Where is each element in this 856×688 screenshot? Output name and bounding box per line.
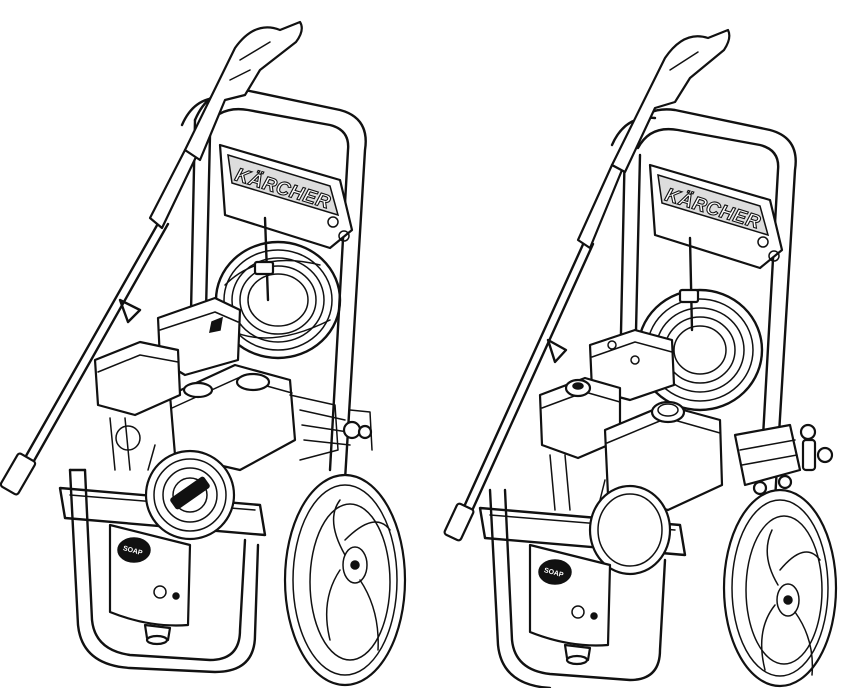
detergent-tank: SOAP	[108, 523, 192, 627]
brand-panel: KÄRCHER	[648, 163, 784, 332]
engine	[538, 328, 724, 512]
spray-lance	[0, 20, 303, 496]
foot	[143, 623, 172, 646]
engine	[93, 340, 373, 472]
spray-lance	[443, 28, 731, 542]
wheel	[722, 488, 838, 688]
pressure-washer-left: KÄRCHER	[0, 20, 407, 687]
recoil-starter	[144, 444, 236, 541]
brand-panel: KÄRCHER	[218, 143, 354, 302]
pump	[733, 423, 834, 496]
hose-reel	[636, 288, 764, 412]
soap-label: SOAP	[543, 567, 564, 579]
pressure-washer-right: KÄRCHER	[443, 28, 838, 688]
foot	[563, 643, 592, 666]
soap-label: SOAP	[122, 545, 143, 557]
wheel	[283, 473, 407, 687]
recoil-starter	[588, 479, 672, 576]
detergent-tank: SOAP	[528, 543, 612, 647]
